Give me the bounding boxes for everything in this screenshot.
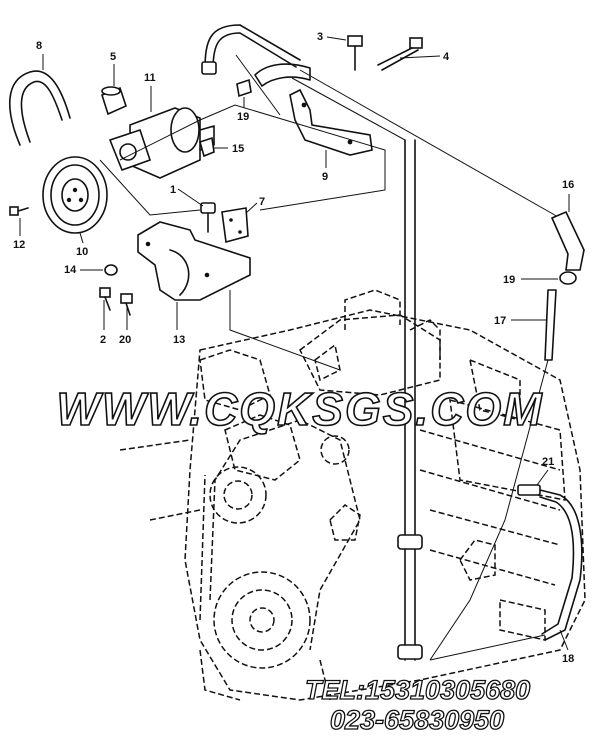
callout-4: 4 — [399, 51, 450, 63]
callout-19-top: 19 — [237, 97, 249, 123]
part-16-elbow — [550, 210, 585, 271]
callout-21: 21 — [536, 456, 554, 486]
part-3-bolt — [347, 35, 363, 71]
svg-text:15: 15 — [232, 143, 244, 155]
part-15-elbow — [199, 136, 215, 158]
callout-5: 5 — [110, 51, 116, 86]
svg-text:20: 20 — [119, 334, 131, 346]
svg-text:14: 14 — [64, 264, 77, 276]
callout-20: 20 — [119, 306, 131, 346]
callout-1: 1 — [170, 184, 204, 207]
part-20-bolt — [120, 293, 133, 316]
callout-2: 2 — [100, 300, 106, 346]
part-19-clip-top — [236, 78, 252, 98]
callout-19-right: 19 — [503, 274, 558, 286]
svg-text:16: 16 — [562, 179, 574, 191]
svg-text:9: 9 — [322, 171, 328, 183]
part-5-spacer — [101, 86, 127, 116]
svg-text:13: 13 — [173, 334, 185, 346]
callout-12: 8 — [36, 40, 44, 70]
part-9-bracket — [289, 88, 373, 156]
callouts: 8 5 11 19 15 3 4 9 — [13, 31, 574, 665]
callout-9: 9 — [322, 150, 328, 183]
callout-7: 13 — [173, 302, 185, 346]
svg-text:12: 12 — [13, 239, 25, 251]
callout-3: 3 — [317, 31, 347, 43]
part-1-bolt — [200, 202, 216, 233]
part-18-21-oil-line — [429, 484, 583, 661]
pipe-clamp-lower — [397, 644, 423, 660]
contact-phone: TEL:15310305680 — [304, 674, 531, 705]
callout-10: 10 — [76, 232, 88, 258]
callout-17: 17 — [494, 315, 546, 327]
assembly-outline — [99, 54, 386, 371]
svg-text:2: 2 — [100, 334, 106, 346]
svg-text:4: 4 — [443, 51, 450, 63]
part-2-bolt — [99, 287, 111, 311]
svg-text:7: 7 — [259, 196, 265, 208]
part-12-belt — [9, 70, 71, 146]
part-10-pulley — [42, 156, 108, 234]
watermark-text: WWW.CQKSGS.COM — [56, 382, 544, 436]
part-14-nut — [104, 264, 118, 276]
callout-14: 14 — [64, 264, 103, 276]
svg-text:19: 19 — [237, 111, 249, 123]
part-11-pump — [108, 107, 215, 179]
upper-hose — [201, 24, 311, 87]
svg-text:10: 10 — [76, 246, 88, 258]
part-17-tube — [429, 289, 557, 661]
callout-8: 7 — [245, 196, 265, 214]
callout-13: 12 — [13, 218, 25, 251]
svg-text:5: 5 — [110, 51, 116, 63]
callout-11: 11 — [144, 72, 156, 112]
svg-text:3: 3 — [317, 31, 323, 43]
contact-landline: 023-65830950 — [329, 704, 505, 735]
part-19-nut-right — [559, 271, 577, 285]
svg-text:1: 1 — [170, 184, 176, 196]
svg-text:21: 21 — [542, 456, 554, 468]
part-7-bracket — [137, 221, 251, 301]
svg-text:19: 19 — [503, 274, 515, 286]
svg-text:8: 8 — [36, 40, 42, 52]
callout-18: 18 — [559, 629, 574, 665]
svg-text:18: 18 — [562, 653, 574, 665]
vertical-pipe — [397, 139, 423, 661]
part-13-bolt — [9, 206, 29, 216]
callout-16: 16 — [562, 179, 574, 212]
pipe-clamp-upper — [397, 534, 423, 550]
svg-text:11: 11 — [144, 72, 156, 84]
svg-text:17: 17 — [494, 315, 506, 327]
part-4-bolt — [377, 37, 423, 71]
callout-15: 15 — [214, 143, 244, 155]
part-8-plate — [221, 207, 249, 244]
engine-block — [119, 289, 586, 701]
